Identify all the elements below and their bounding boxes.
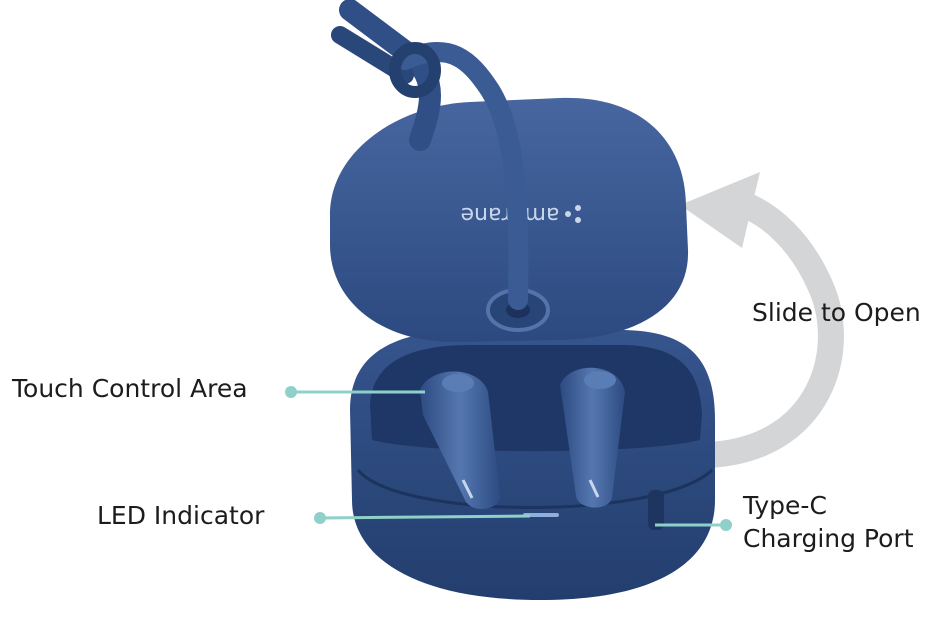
- callout-led-indicator: [314, 512, 531, 524]
- brand-logo-icon: [565, 205, 581, 223]
- slide-to-open-label: Slide to Open: [752, 298, 921, 327]
- right-earbud: [560, 367, 625, 508]
- lanyard: [331, 0, 529, 310]
- case-base: [350, 330, 715, 600]
- led-indicator-label: LED Indicator: [97, 501, 265, 530]
- type-c-port-shape: [648, 490, 664, 530]
- slide-arrow: [680, 172, 844, 468]
- led-indicator-shape: [523, 513, 559, 517]
- callout-touch-control: [285, 386, 425, 398]
- left-earbud: [420, 371, 501, 510]
- callout-type-c-port: [655, 519, 732, 531]
- type-c-charging-port-label: Type-C Charging Port: [743, 491, 914, 553]
- touch-control-area-label: Touch Control Area: [12, 374, 248, 403]
